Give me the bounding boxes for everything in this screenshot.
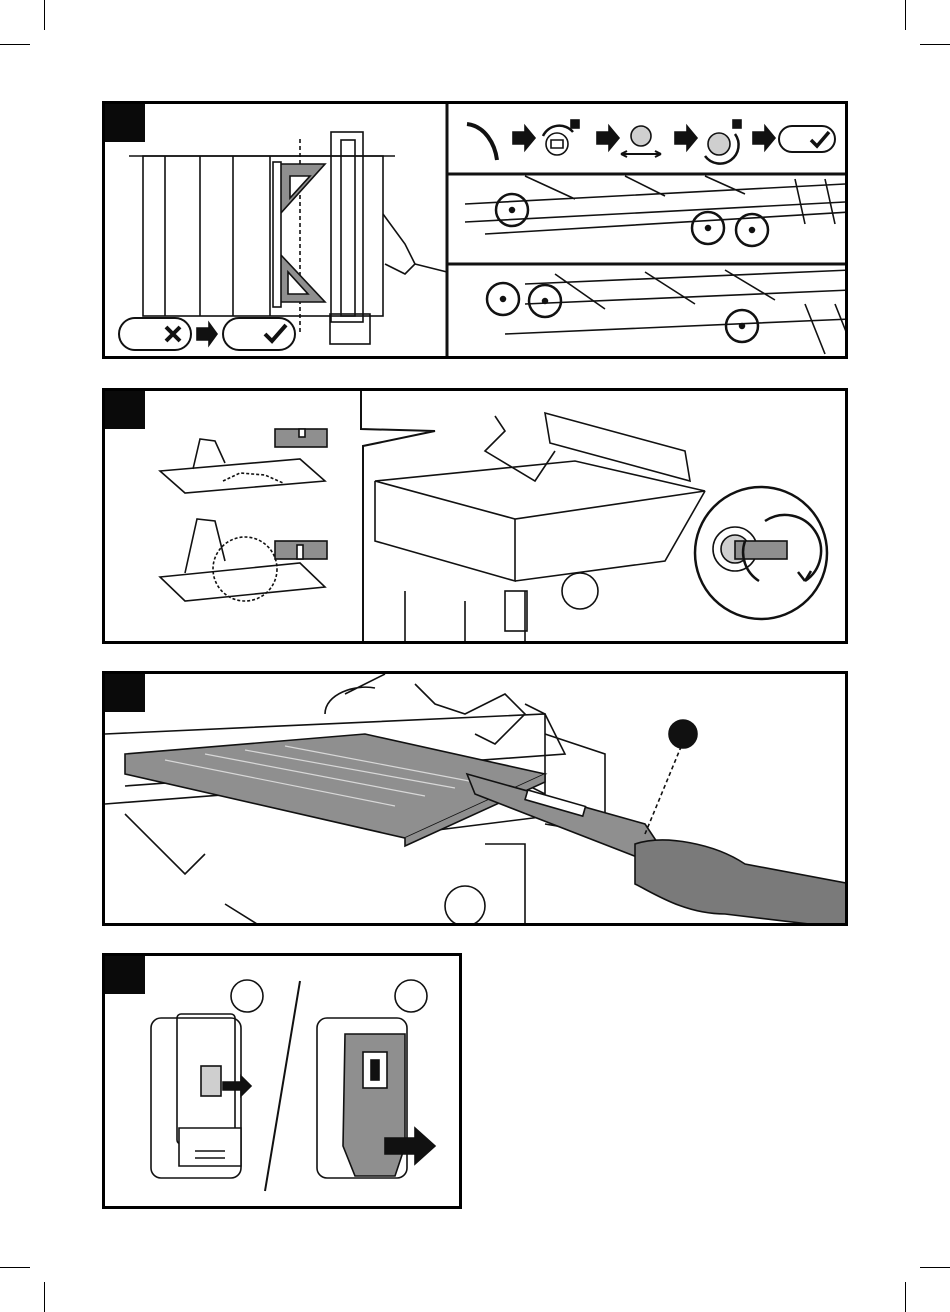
set-square-top — [280, 164, 325, 214]
figure-c-illustration — [105, 674, 848, 926]
figure-b-panel — [102, 388, 848, 644]
switch-on-view — [151, 1014, 251, 1178]
arrow-icon — [753, 126, 775, 150]
step-number — [105, 956, 145, 994]
ok-check-icon — [779, 126, 835, 152]
zoom-callout — [695, 487, 827, 619]
figure-a-panel — [102, 101, 848, 359]
crop-mark — [44, 1282, 45, 1312]
loosen-bolt-icon — [543, 120, 579, 155]
riving-knife-high-indicator — [275, 541, 327, 559]
table-saw-isometric — [375, 413, 705, 641]
allen-wrench-icon — [467, 124, 497, 160]
set-square-bottom — [280, 254, 325, 302]
bolt-icon — [621, 126, 661, 157]
figure-b-illustration — [105, 391, 848, 644]
figure-d-illustration — [105, 956, 462, 1209]
arrow-icon — [513, 126, 535, 150]
bolt-callout — [529, 285, 561, 317]
callout-dot — [669, 720, 697, 748]
switch-off-view — [317, 1018, 435, 1178]
crop-mark — [920, 1267, 950, 1268]
bolt-callout — [736, 214, 768, 246]
right-indicator — [223, 318, 295, 350]
crop-mark — [0, 44, 30, 45]
arrow-icon — [597, 126, 619, 150]
riving-knife-low-indicator — [275, 429, 327, 447]
bolt-callout — [692, 212, 724, 244]
wrong-indicator — [119, 318, 191, 350]
callout-circle-2 — [395, 980, 427, 1012]
step-number — [105, 674, 145, 712]
figure-d-panel — [102, 953, 462, 1209]
arrow-icon — [197, 323, 217, 345]
fence-rail-view-1 — [465, 176, 848, 234]
crop-mark — [905, 1282, 906, 1312]
crop-mark — [44, 0, 45, 30]
bolt-callout — [487, 283, 519, 315]
callout-circle-1 — [231, 980, 263, 1012]
bolt-callout — [496, 194, 528, 226]
arrow-icon — [675, 126, 697, 150]
step-number — [105, 104, 145, 142]
tighten-bolt-icon — [705, 120, 741, 164]
callout-line — [645, 742, 683, 834]
bolt-callout — [726, 310, 758, 342]
crop-mark — [0, 1267, 30, 1268]
crop-mark — [905, 0, 906, 30]
riving-knife-high-view — [160, 519, 325, 601]
figure-a-illustration — [105, 104, 848, 359]
crop-mark — [920, 44, 950, 45]
figure-c-panel — [102, 671, 848, 926]
hand — [635, 840, 848, 926]
step-number — [105, 391, 145, 429]
